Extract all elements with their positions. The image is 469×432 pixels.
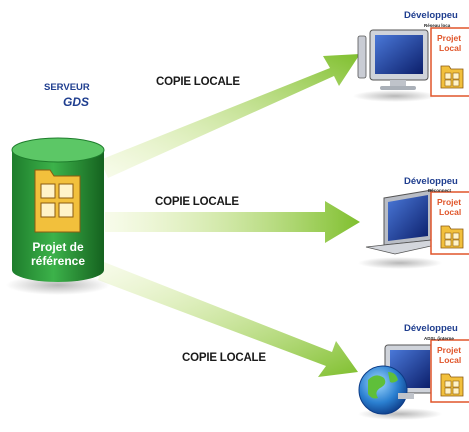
developer-subtitle-top: Réseau loca [424,23,451,28]
server-folder-icon [34,169,81,233]
laptop-icon [358,189,442,269]
desktop-computer-icon [353,29,437,102]
reference-project-label-line2: référence [30,254,86,268]
project-local-label-bottom-line2: Local [439,355,462,365]
developer-title-middle: Développeu [404,176,458,187]
project-local-box-middle [430,191,469,255]
arrow-middle [105,201,360,243]
arrow-label-bottom: COPIE LOCALE [182,352,266,364]
project-local-label-top-line1: Projet [437,33,462,43]
arrow-label-middle: COPIE LOCALE [155,196,239,208]
globe-computer-icon [358,344,442,420]
project-local-box-top [430,27,469,97]
developer-title-top: Développeu [404,10,458,21]
server-title: SERVEUR [44,82,90,93]
developer-title-bottom: Développeu [404,323,458,334]
project-local-label-middle-line2: Local [439,207,462,217]
arrow-top [100,54,360,178]
arrow-label-top: COPIE LOCALE [156,76,240,88]
arrow-bottom [98,262,358,377]
project-local-label-top-line2: Local [439,43,462,53]
project-local-box-bottom [430,339,469,403]
server-name: GDS [63,95,90,109]
reference-project-label-line1: Projet de [32,240,84,254]
developer-subtitle-middle: Déconnect [428,188,452,193]
project-local-label-bottom-line1: Projet [437,345,462,355]
developer-subtitle-bottom: ADSL (interne [424,336,454,341]
project-local-label-middle-line1: Projet [437,197,462,207]
